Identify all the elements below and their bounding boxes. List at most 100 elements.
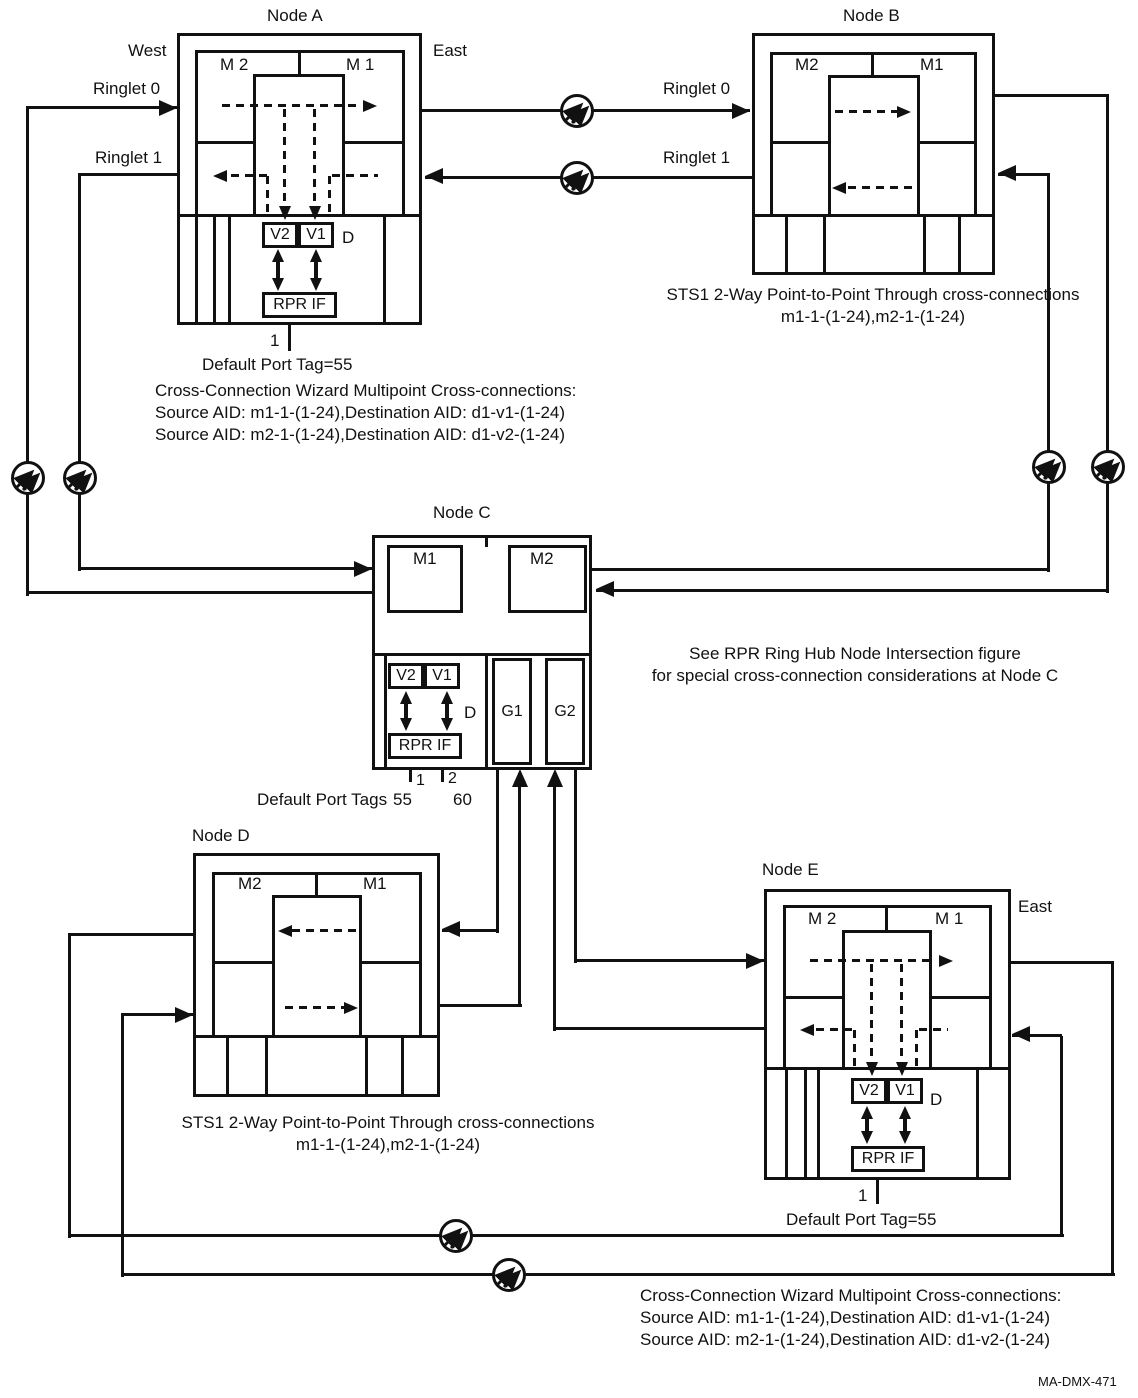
attenuator-icon xyxy=(11,461,45,495)
dash-arrow-into-v1 xyxy=(309,206,321,220)
v2-label: V2 xyxy=(859,1082,879,1099)
dash-arrow-into-v1 xyxy=(896,1062,908,1076)
ringlet1-line xyxy=(592,568,1049,571)
node-b-m1-label: M1 xyxy=(920,55,944,74)
node-c-note-line2: for special cross-connection considerati… xyxy=(651,666,1059,685)
node-e-title: Node E xyxy=(762,860,819,879)
dash-arrow-east xyxy=(344,1002,358,1014)
g1-label: G1 xyxy=(501,702,523,720)
ringlet0-label: Ringlet 0 xyxy=(93,79,161,98)
divider xyxy=(193,1035,440,1038)
ringlet0-line xyxy=(26,591,372,594)
ringlet0-pass-dash xyxy=(835,110,897,113)
bidir-arrow xyxy=(899,1106,911,1119)
node-e-to-g2-line xyxy=(553,1027,764,1030)
node-a-v1-box: V1 xyxy=(298,222,334,248)
divider xyxy=(345,141,405,144)
node-a-title: Node A xyxy=(267,6,323,25)
bidir-arrow xyxy=(272,249,284,262)
node-b-m2-label: M2 xyxy=(795,55,819,74)
node-d-to-e-line xyxy=(68,933,71,1238)
ringlet1-pass-dash xyxy=(231,174,272,177)
divider xyxy=(177,214,422,217)
node-c-v2-box: V2 xyxy=(388,663,424,689)
node-b-sts-line1: STS1 2-Way Point-to-Point Through cross-… xyxy=(666,285,1080,304)
ringlet0-line xyxy=(995,94,1108,97)
bidir-arrow xyxy=(310,278,322,291)
node-e-v2-box: V2 xyxy=(851,1078,887,1104)
divider xyxy=(383,217,386,325)
node-c-g1-box: G1 xyxy=(492,658,532,765)
arrow-into-g1 xyxy=(512,769,528,787)
node-d-m1-label: M1 xyxy=(363,874,387,893)
node-e-port-tag: Default Port Tag=55 xyxy=(786,1210,937,1229)
divider xyxy=(228,217,231,325)
node-e-east-out-line xyxy=(1011,961,1113,964)
ringlet1-line xyxy=(1047,173,1050,572)
bidir-arrow xyxy=(404,697,408,727)
node-e-rpr-if-box: RPR IF xyxy=(851,1146,925,1172)
arrow-into-g2 xyxy=(547,769,563,787)
node-e-to-d-line xyxy=(121,1013,193,1016)
node-e-m1-label: M 1 xyxy=(935,909,964,928)
drop-elbow-dash xyxy=(328,176,331,214)
ringlet0-line xyxy=(28,106,177,109)
divider xyxy=(920,141,977,144)
ringlet0-line xyxy=(1106,94,1109,593)
drop-elbow-dash xyxy=(266,176,269,214)
divider xyxy=(195,217,198,325)
port-tick xyxy=(288,325,291,351)
node-a-cc-line2: Source AID: m2-1-(1-24),Destination AID:… xyxy=(155,425,566,444)
figure-id: MA-DMX-471 xyxy=(1038,1374,1117,1389)
node-a-v2-box: V2 xyxy=(262,222,298,248)
arrow-into-node-e-east xyxy=(1012,1026,1030,1042)
node-e-cc-title: Cross-Connection Wizard Multipoint Cross… xyxy=(640,1286,1062,1305)
bidir-arrow xyxy=(400,718,412,731)
node-d-m2-label: M2 xyxy=(238,874,262,893)
rpr-if-label: RPR IF xyxy=(398,737,452,754)
node-c-rpr-if-box: RPR IF xyxy=(388,733,462,759)
divider xyxy=(752,214,995,217)
divider xyxy=(372,653,592,656)
node-c-tag1: 55 xyxy=(393,790,412,809)
arrow-into-node-c-west xyxy=(354,561,372,577)
dash-arrow-east xyxy=(897,106,911,118)
divider xyxy=(823,217,826,275)
node-a-m1-label: M 1 xyxy=(346,55,375,74)
v2-drop-dash xyxy=(283,109,286,204)
node-e-cc-line2: Source AID: m2-1-(1-24),Destination AID:… xyxy=(640,1330,1051,1349)
drop-elbow-dash xyxy=(853,1030,856,1068)
node-d-switch-box xyxy=(272,895,362,1038)
v1-label: V1 xyxy=(432,667,452,684)
bidir-arrow xyxy=(276,255,280,286)
node-e-m2-label: M 2 xyxy=(808,909,837,928)
arrow-into-node-d-west xyxy=(175,1007,193,1023)
divider xyxy=(226,1038,229,1097)
divider xyxy=(785,1070,788,1180)
attenuator-icon xyxy=(1032,450,1066,484)
dash-arrow-west xyxy=(213,170,227,182)
node-e-to-d-line xyxy=(121,1273,1115,1276)
node-a-port-tag: Default Port Tag=55 xyxy=(202,355,353,374)
ringlet0-pass-dash xyxy=(810,959,935,962)
ringlet1-label: Ringlet 1 xyxy=(95,148,163,167)
node-d-to-g1-line xyxy=(440,1004,522,1007)
v2-label: V2 xyxy=(396,667,416,684)
divider xyxy=(485,655,488,770)
attenuator-icon xyxy=(439,1219,473,1253)
ringlet0-line xyxy=(596,589,1108,592)
port-tick xyxy=(876,1180,879,1204)
rpr-if-label: RPR IF xyxy=(273,296,326,313)
bidir-arrow xyxy=(310,249,322,262)
node-e-v1-box: V1 xyxy=(887,1078,923,1104)
g2-to-node-e-line xyxy=(574,959,764,962)
node-b-sts-line2: m1-1-(1-24),m2-1-(1-24) xyxy=(780,307,966,326)
bidir-arrow xyxy=(903,1112,907,1140)
ringlet-pass-dash xyxy=(285,1006,344,1009)
attenuator-icon xyxy=(1091,450,1125,484)
ringlet0-pass-dash xyxy=(222,104,360,107)
divider xyxy=(401,1038,404,1097)
arrow-into-node-c-east xyxy=(596,581,614,597)
ringlet1-pass-dash xyxy=(848,186,916,189)
